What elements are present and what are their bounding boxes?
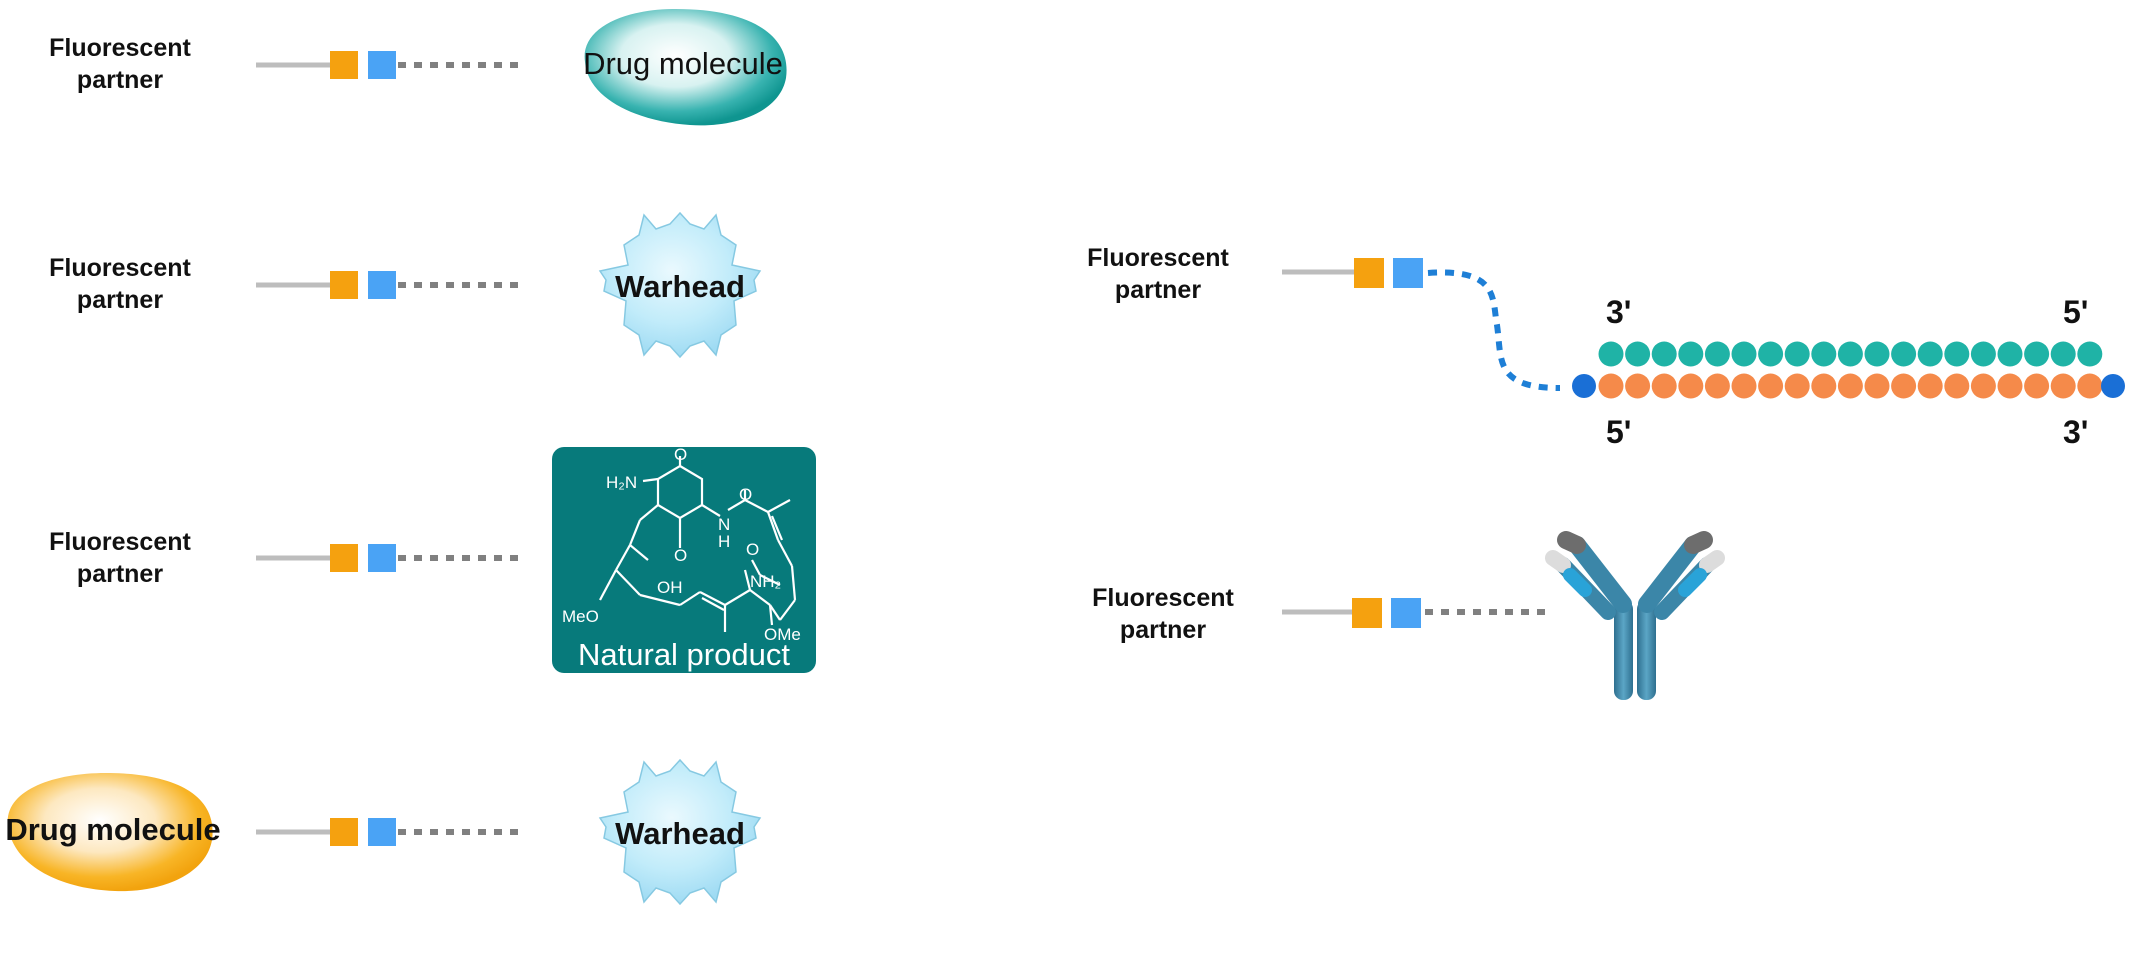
construct-row-warhead: Warhead (256, 212, 761, 358)
drug-molecule-label: Drug molecule (5, 812, 220, 847)
dna-end-bead-right (2101, 374, 2125, 398)
orange-square (330, 818, 358, 846)
fluorescent-partner-label: Fluorescent partner (49, 254, 191, 314)
fluorescent-partner-label: Fluorescent partner (49, 528, 191, 588)
blue-square (368, 544, 396, 572)
dna-bead-orange (1970, 373, 1996, 399)
natural-product-label: Natural product (578, 637, 790, 672)
strand-label-top-left: 3' (1606, 294, 1632, 330)
fluorescent-partner-label: Fluorescent partner (1087, 244, 1229, 304)
structure-label-h2n: H₂N (606, 473, 637, 492)
dna-bead-orange (1731, 373, 1757, 399)
dna-bead-teal (1678, 341, 1704, 367)
dna-bead-orange (2077, 373, 2103, 399)
dna-top-strand (1598, 341, 2103, 367)
construct-row-dna (1282, 258, 2125, 399)
blue-square (368, 51, 396, 79)
orange-square (330, 544, 358, 572)
dna-bead-teal (1625, 341, 1651, 367)
structure-label-o-carbamate: O (746, 540, 759, 559)
orange-square (1354, 258, 1384, 288)
dna-bead-teal (1758, 341, 1784, 367)
dna-bead-teal (1598, 341, 1624, 367)
dna-bead-teal (1891, 341, 1917, 367)
dna-bead-teal (1944, 341, 1970, 367)
dna-bead-orange (1625, 373, 1651, 399)
construct-row-natural-product: H₂N O O O N H O OH NH₂ MeO OMe Natural p… (256, 445, 816, 673)
dna-bead-teal (2050, 341, 2076, 367)
dna-bead-teal (1864, 341, 1890, 367)
dna-bead-orange (2024, 373, 2050, 399)
blue-square (368, 271, 396, 299)
dna-bead-teal (1997, 341, 2023, 367)
dna-bead-teal (1704, 341, 1730, 367)
dna-bead-teal (1731, 341, 1757, 367)
dna-bead-orange (1598, 373, 1624, 399)
dna-bead-orange (1837, 373, 1863, 399)
dna-bead-orange (2050, 373, 2076, 399)
blue-square (1391, 598, 1421, 628)
dna-bead-teal (1651, 341, 1677, 367)
warhead-label: Warhead (615, 269, 745, 304)
dna-bead-teal (1837, 341, 1863, 367)
dna-bead-orange (1917, 373, 1943, 399)
dna-bead-teal (1970, 341, 1996, 367)
orange-square (330, 51, 358, 79)
antibody-icon (1545, 531, 1725, 700)
dna-bead-orange (1651, 373, 1677, 399)
orange-square (330, 271, 358, 299)
structure-label-o-bottom: O (674, 546, 687, 565)
dna-end-bead-left (1572, 374, 1596, 398)
dna-bead-teal (1811, 341, 1837, 367)
construct-row-drug-warhead: Drug molecule Warhead (5, 759, 761, 905)
blue-square (1393, 258, 1423, 288)
blue-square (368, 818, 396, 846)
construct-row-drug: Drug molecule (256, 8, 787, 126)
dna-bead-orange (1758, 373, 1784, 399)
structure-label-n: N (718, 515, 730, 534)
dna-linker (1427, 269, 1561, 391)
dna-bead-orange (1997, 373, 2023, 399)
dna-bead-teal (2024, 341, 2050, 367)
structure-label-h: H (718, 532, 730, 551)
structure-label-ome: OMe (764, 625, 801, 644)
dna-bead-orange (1678, 373, 1704, 399)
dna-bead-orange (1784, 373, 1810, 399)
strand-label-bottom-right: 3' (2063, 414, 2089, 450)
dna-bottom-strand (1598, 373, 2103, 399)
dna-bead-orange (1811, 373, 1837, 399)
drug-molecule-blob-icon (584, 8, 787, 126)
structure-label-nh2: NH₂ (750, 572, 781, 591)
dna-bead-teal (1784, 341, 1810, 367)
strand-label-bottom-left: 5' (1606, 414, 1632, 450)
drug-molecule-label: Drug molecule (583, 46, 783, 81)
orange-square (1352, 598, 1382, 628)
drug-molecule-blob-icon (7, 772, 213, 892)
dna-bead-teal (2077, 341, 2103, 367)
strand-label-top-right: 5' (2063, 294, 2089, 330)
dna-bead-orange (1944, 373, 1970, 399)
construct-row-antibody (1282, 531, 1725, 700)
dna-bead-teal (1917, 341, 1943, 367)
dna-bead-orange (1704, 373, 1730, 399)
fluorescent-partner-label: Fluorescent partner (1092, 584, 1234, 644)
natural-product-structure-icon (599, 456, 797, 632)
structure-label-meo: MeO (562, 607, 599, 626)
warhead-label: Warhead (615, 816, 745, 851)
dna-bead-orange (1891, 373, 1917, 399)
structure-label-o-top: O (674, 445, 687, 464)
structure-label-o-amide: O (739, 485, 752, 504)
structure-label-oh: OH (657, 578, 683, 597)
fluorescent-partner-label: Fluorescent partner (49, 34, 191, 94)
dna-bead-orange (1864, 373, 1890, 399)
